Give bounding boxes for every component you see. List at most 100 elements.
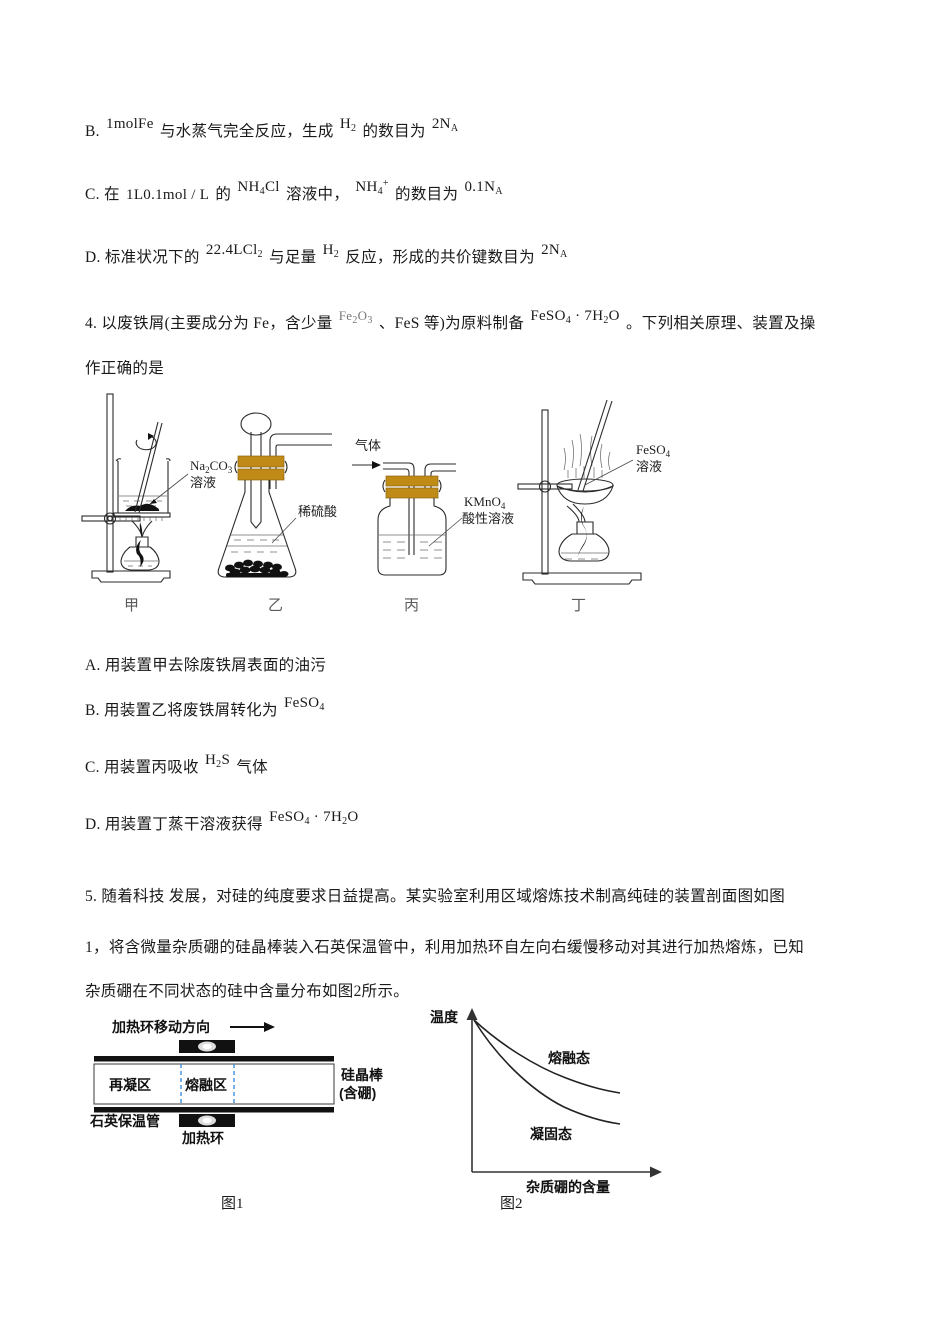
q4-option-c: C. 用装置丙吸收 H2S 气体 (85, 752, 268, 777)
q4-stem-line2: 作正确的是 (85, 360, 165, 377)
chart-series-solid-curve (473, 1019, 621, 1125)
apparatus-yi (217, 412, 332, 578)
quartz-tube-bottom-wall (94, 1107, 334, 1113)
silicon-rod-body (93, 1063, 335, 1105)
apparatus-ding (517, 399, 642, 585)
q3-option-d-formula-h2: H2 (322, 242, 340, 260)
q3-option-c-marker: C. (85, 186, 100, 203)
figure1-svg: 加热环移动方向 再凝区 熔融区 石英保温管 (89, 1019, 384, 1146)
chart-series-molten-curve (473, 1019, 621, 1094)
q5-number: 5. (85, 888, 98, 905)
bing-annotation-line2: 酸性溶液 (462, 511, 514, 526)
q4-stem-text-c: 。下列相关原理、装置及操 (625, 315, 816, 332)
q3-option-c-formula-01na: 0.1NA (464, 179, 503, 197)
q3-option-b-formula-h2: H2 (339, 116, 357, 134)
figure2-svg: 温度 杂质硼的含量 熔融态 凝固态 (430, 1008, 662, 1195)
heater-ring-label: 加热环 (181, 1130, 224, 1146)
steam-lines (563, 433, 611, 478)
q4-option-a-text: 用装置甲去除废铁屑表面的油污 (104, 657, 327, 674)
figure2-caption: 图2 (500, 1196, 523, 1212)
q4-apparatus-figure: Na2CO3 溶液 (80, 388, 720, 618)
q4-option-b-marker: B. (85, 702, 100, 719)
q3-option-b-text-2: 的数目为 (362, 123, 426, 140)
heater-direction-label: 加热环移动方向 (111, 1019, 210, 1035)
q3-option-d-text-2: 与足量 (269, 249, 317, 266)
quartz-tube-label: 石英保温管 (89, 1113, 160, 1129)
q4-option-b-formula: FeSO4 (284, 695, 325, 713)
yi-annotation-line1: 稀硫酸 (298, 504, 337, 519)
figure2-chart: 温度 杂质硼的含量 熔融态 凝固态 (430, 1000, 690, 1210)
q4-option-c-text-before: 用装置丙吸收 (104, 759, 199, 776)
jia-annotation-line2: 溶液 (190, 475, 216, 490)
q3-option-d-text-3: 反应，形成的共价键数目为 (345, 249, 535, 266)
q4-formula-feso4-7h2o: FeSO4 · 7H2O (530, 308, 620, 326)
chart-x-axis-label: 杂质硼的含量 (526, 1179, 610, 1195)
yi-annotation: 稀硫酸 (271, 504, 337, 544)
q4-option-d-text: 用装置丁蒸干溶液获得 (104, 816, 263, 833)
q3-option-d-formula-cl2: 22.4LCl2 (205, 242, 263, 260)
q4-stem-text-b: 、FeS 等)为原料制备 (378, 315, 525, 332)
q4-option-c-text-after: 气体 (236, 759, 268, 776)
apparatus-label-jia: 甲 (124, 598, 140, 614)
q3-option-c-text-1: 的 (215, 186, 232, 203)
silicon-rod-label-line1: 硅晶棒 (341, 1067, 384, 1083)
iron-filings-yi (225, 559, 289, 578)
q4-option-d-formula: FeSO4 · 7H2O (269, 809, 359, 827)
q3-option-b-marker: B. (85, 123, 100, 140)
q4-option-d-marker: D. (85, 816, 101, 833)
apparatus-jia (81, 393, 171, 583)
apparatus-label-bing: 丙 (404, 598, 420, 614)
ding-annotation: FeSO4 溶液 (584, 442, 671, 486)
silicon-rod-label-line2: (含硼) (339, 1085, 376, 1101)
ding-annotation-line1: FeSO4 (636, 442, 671, 459)
jia-annotation-line1: Na2CO3 (190, 458, 233, 475)
q3-option-b: B. 1molFe 与水蒸气完全反应，生成 H2 的数目为 2NA (85, 116, 460, 144)
apparatus-label-ding: 丁 (571, 598, 587, 614)
q5-line1-text: 随着科技 发展，对硅的纯度要求日益提高。某实验室利用区域熔炼技术制高纯硅的装置剖… (101, 888, 785, 905)
q3-option-c-concentration: 1L0.1mol / L (126, 187, 210, 203)
gauze-mesh (119, 517, 163, 521)
q4-option-b: B. 用装置乙将废铁屑转化为 FeSO4 (85, 695, 327, 720)
q4-option-a: A. 用装置甲去除废铁屑表面的油污 (85, 653, 326, 675)
q3-option-c-formula-nh4cl: NH4Cl (237, 179, 280, 197)
jia-annotation: Na2CO3 溶液 (149, 458, 233, 505)
q4-stem-line1: 4. 以废铁屑(主要成分为 Fe，含少量 Fe2O3 、FeS 等)为原料制备 … (85, 308, 816, 336)
bing-annotation-line1: KMnO4 (464, 494, 506, 511)
chart-series-label-molten: 熔融态 (548, 1050, 590, 1066)
q4-number: 4. (85, 315, 98, 332)
q3-option-c-text-2: 溶液中， (285, 186, 350, 203)
q5-line3: 杂质硼在不同状态的硅中含量分布如图2所示。 (85, 983, 410, 1000)
q4-option-c-formula: H2S (205, 752, 231, 770)
q3-option-d-text-1: 标准状况下的 (104, 249, 200, 266)
ding-annotation-line2: 溶液 (636, 459, 662, 474)
q4-option-a-marker: A. (85, 657, 101, 674)
bing-inlet-label: 气体 (355, 438, 381, 453)
chart-y-axis-label: 温度 (430, 1009, 459, 1025)
q5-line1: 5. 随着科技 发展，对硅的纯度要求日益提高。某实验室利用区域熔炼技术制高纯硅的… (85, 885, 785, 908)
q4-formula-fe2o3: Fe2O3 (338, 308, 373, 326)
q3-option-d-formula-2na: 2NA (541, 242, 568, 260)
q3-option-c-formula-nh4-ion: NH4+ (355, 178, 389, 197)
chart-y-axis-arrow (466, 1008, 478, 1020)
zone-label-molten: 熔融区 (185, 1077, 227, 1093)
q4-option-c-marker: C. (85, 759, 100, 776)
bing-annotation: KMnO4 酸性溶液 (428, 494, 514, 547)
q4-stem-text-a: 以废铁屑(主要成分为 Fe，含少量 (101, 315, 333, 332)
q3-option-c-text-0: 在 (104, 186, 120, 203)
apparatus-label-yi: 乙 (268, 598, 284, 614)
q4-option-b-text: 用装置乙将废铁屑转化为 (104, 702, 278, 719)
chart-series-label-solid: 凝固态 (530, 1126, 572, 1142)
chart-x-axis-arrow (650, 1166, 662, 1178)
q5-line2: 1，将含微量杂质硼的硅晶棒装入石英保温管中，利用加热环自左向右缓慢移动对其进行加… (85, 939, 805, 956)
q3-option-d-marker: D. (85, 249, 101, 266)
q3-option-b-formula-fe: 1molFe (106, 116, 154, 132)
q3-option-b-formula-2na: 2NA (431, 116, 459, 134)
apparatus-svg: Na2CO3 溶液 (81, 393, 671, 585)
q4-option-d: D. 用装置丁蒸干溶液获得 FeSO4 · 7H2O (85, 809, 361, 834)
zone-label-recondensed: 再凝区 (109, 1077, 151, 1093)
q3-option-d: D. 标准状况下的 22.4LCl2 与足量 H2 反应，形成的共价键数目为 2… (85, 242, 570, 270)
figure1-caption: 图1 (221, 1196, 244, 1212)
apparatus-bing: 气体 (352, 438, 456, 576)
q3-option-c-text-3: 的数目为 (395, 186, 459, 203)
